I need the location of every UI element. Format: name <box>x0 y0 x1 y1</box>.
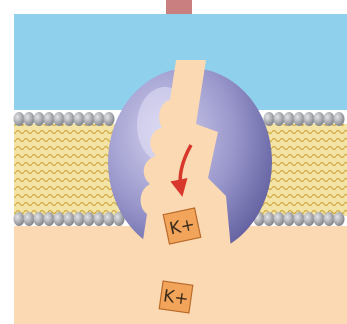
phospholipid-head <box>334 112 345 126</box>
phospholipid-head <box>84 112 95 126</box>
potassium-ion-cytoplasm-label: K+ <box>162 286 190 309</box>
phospholipid-head <box>54 112 65 126</box>
potassium-ion-cytoplasm: K+ <box>159 281 193 313</box>
phospholipid-head <box>34 112 45 126</box>
phospholipid-head <box>74 112 85 126</box>
phospholipid-head <box>294 112 305 126</box>
phospholipid-head <box>24 212 35 226</box>
phospholipid-head <box>284 212 295 226</box>
phospholipid-head <box>94 212 105 226</box>
phospholipid-head <box>34 212 45 226</box>
phospholipid-head <box>304 112 315 126</box>
phospholipid-head <box>64 212 75 226</box>
phospholipid-head <box>304 212 315 226</box>
phospholipid-head <box>334 212 345 226</box>
phospholipid-head <box>104 112 115 126</box>
white-frame-left <box>0 0 14 324</box>
phospholipid-head <box>94 112 105 126</box>
phospholipid-head <box>314 212 325 226</box>
phospholipid-head <box>64 112 75 126</box>
phospholipid-head <box>324 112 335 126</box>
phospholipid-head <box>324 212 335 226</box>
phospholipid-head <box>284 112 295 126</box>
potassium-ion-bound: K+ <box>163 208 201 244</box>
top-marker <box>166 0 192 14</box>
phospholipid-head <box>104 212 115 226</box>
phospholipid-head <box>294 212 305 226</box>
phospholipid-head <box>44 212 55 226</box>
phospholipid-head <box>314 112 325 126</box>
phospholipid-head <box>14 212 25 226</box>
phospholipid-head <box>54 212 65 226</box>
phospholipid-head <box>84 212 95 226</box>
phospholipid-head <box>74 212 85 226</box>
phospholipid-head <box>264 112 275 126</box>
phospholipid-head <box>264 212 275 226</box>
phospholipid-head <box>274 212 285 226</box>
phospholipid-head <box>14 112 25 126</box>
phospholipid-head <box>24 112 35 126</box>
phospholipid-head <box>44 112 55 126</box>
phospholipid-head <box>274 112 285 126</box>
